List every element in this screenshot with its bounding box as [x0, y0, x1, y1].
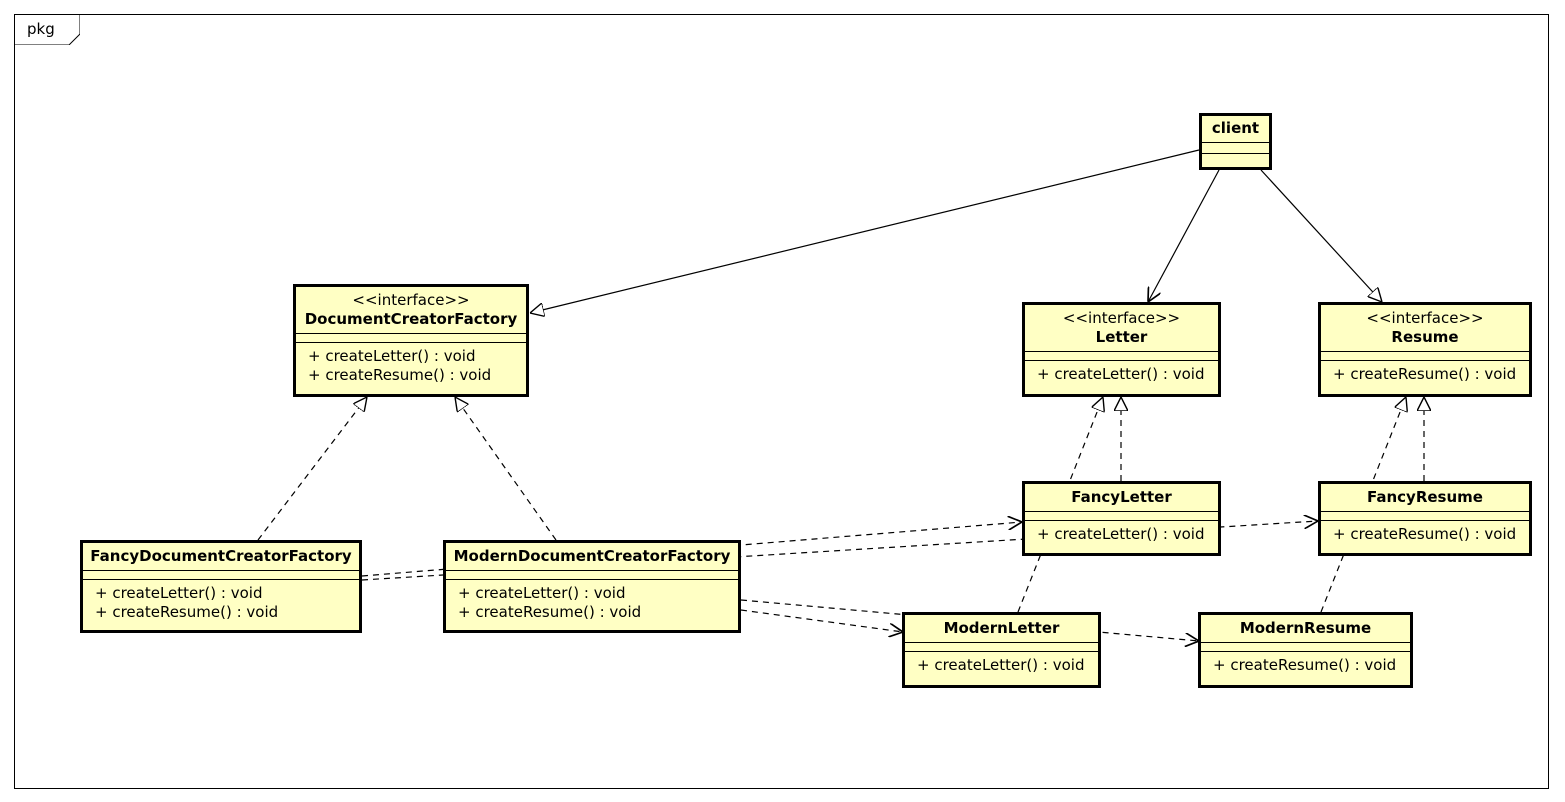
operation-compartment: + createLetter() : void	[1025, 360, 1218, 384]
package-tab	[14, 14, 80, 45]
operation-compartment: + createLetter() : void + createResume()…	[83, 579, 359, 622]
edge-modernfactory-modernletter	[740, 609, 903, 632]
operation: + createResume() : void	[1333, 525, 1517, 543]
class-name: Letter	[1095, 328, 1148, 346]
operation: + createResume() : void	[308, 366, 492, 384]
operation: + createLetter() : void	[917, 656, 1085, 674]
class-name: ModernResume	[1239, 619, 1372, 637]
operation: + createLetter() : void	[1037, 525, 1205, 543]
operation: + createLetter() : void	[458, 584, 626, 602]
operation-compartment	[1202, 153, 1269, 154]
operation-compartment: + createResume() : void	[1321, 520, 1529, 544]
class-name: ModernDocumentCreatorFactory	[453, 547, 731, 565]
edge-client-letter	[1148, 169, 1220, 302]
edge-client-resume	[1260, 169, 1382, 302]
class-fancydocumentcreatorfactory[interactable]: FancyDocumentCreatorFactory + createLett…	[80, 540, 362, 633]
class-moderndocumentcreatorfactory[interactable]: ModernDocumentCreatorFactory + createLet…	[443, 540, 741, 633]
operation-compartment: + createLetter() : void + createResume()…	[446, 579, 738, 622]
stereotype: <<interface>>	[1062, 309, 1181, 327]
attribute-compartment	[1025, 351, 1218, 360]
edge-client-documentcreatorfactory	[530, 149, 1200, 313]
attribute-compartment	[446, 570, 738, 579]
class-modernresume[interactable]: ModernResume + createResume() : void	[1198, 612, 1413, 688]
class-name: FancyResume	[1367, 488, 1483, 506]
class-fancyresume[interactable]: FancyResume + createResume() : void	[1318, 481, 1532, 556]
operation: + createResume() : void	[1213, 656, 1397, 674]
class-name: FancyLetter	[1071, 488, 1172, 506]
operation: + createLetter() : void	[95, 584, 263, 602]
attribute-compartment	[1321, 351, 1529, 360]
class-client[interactable]: client	[1199, 113, 1272, 170]
operation-compartment: + createResume() : void	[1321, 360, 1529, 384]
class-name: DocumentCreatorFactory	[304, 310, 518, 328]
attribute-compartment	[83, 570, 359, 579]
attribute-compartment	[1201, 642, 1410, 651]
class-letter[interactable]: <<interface>> Letter + createLetter() : …	[1022, 302, 1221, 397]
operation: + createLetter() : void	[308, 347, 476, 365]
stereotype: <<interface>>	[1366, 309, 1484, 327]
class-name: ModernLetter	[943, 619, 1060, 637]
attribute-compartment	[905, 642, 1098, 651]
edge-fancyfactory-documentcreatorfactory	[257, 397, 367, 541]
stereotype: <<interface>>	[352, 291, 470, 309]
operation: + createResume() : void	[458, 603, 642, 621]
class-name: Resume	[1391, 328, 1459, 346]
operation-compartment: + createLetter() : void	[1025, 520, 1218, 544]
package-label: pkg	[27, 20, 55, 38]
operation: + createResume() : void	[1333, 365, 1517, 383]
package-frame	[14, 14, 1549, 789]
class-name: client	[1211, 119, 1260, 137]
operation-compartment: + createResume() : void	[1201, 651, 1410, 675]
operation: + createResume() : void	[95, 603, 279, 621]
operation-compartment: + createLetter() : void + createResume()…	[296, 342, 526, 385]
attribute-compartment	[1321, 511, 1529, 520]
attribute-compartment	[1025, 511, 1218, 520]
class-fancyletter[interactable]: FancyLetter + createLetter() : void	[1022, 481, 1221, 556]
attribute-compartment	[1202, 142, 1269, 153]
operation-compartment: + createLetter() : void	[905, 651, 1098, 675]
attribute-compartment	[296, 333, 526, 342]
class-documentcreatorfactory[interactable]: <<interface>> DocumentCreatorFactory + c…	[293, 284, 529, 397]
class-resume[interactable]: <<interface>> Resume + createResume() : …	[1318, 302, 1532, 397]
edge-modernfactory-documentcreatorfactory	[455, 397, 557, 541]
class-name: FancyDocumentCreatorFactory	[90, 547, 352, 565]
operation: + createLetter() : void	[1037, 365, 1205, 383]
class-modernletter[interactable]: ModernLetter + createLetter() : void	[902, 612, 1101, 688]
